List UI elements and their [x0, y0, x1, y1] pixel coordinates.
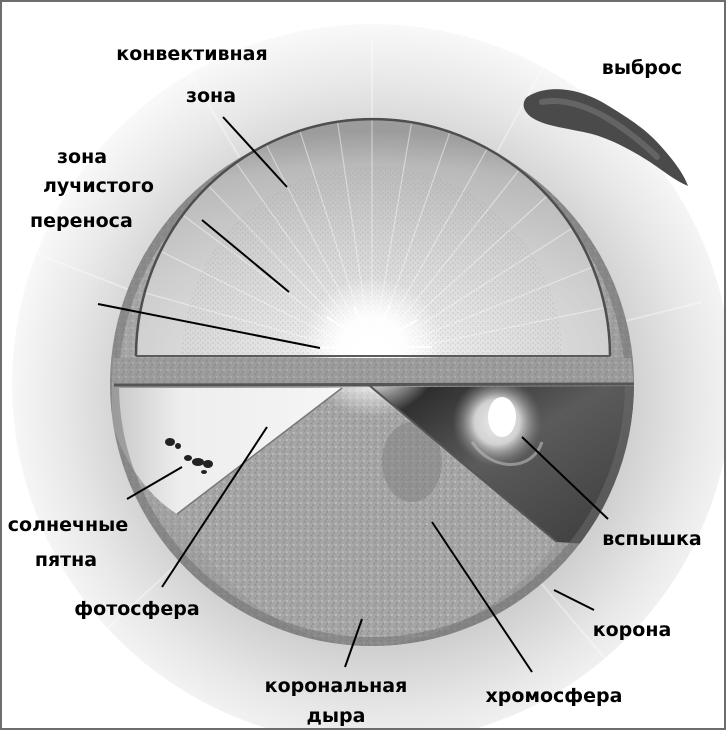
- leader-convective: [222, 116, 288, 188]
- label-radiative-zone-line3: переноса: [30, 210, 133, 232]
- label-sunspots-line1: солнечные: [8, 514, 129, 536]
- label-photosphere: фотосфера: [74, 598, 199, 620]
- leader-chromosphere: [431, 521, 533, 673]
- label-corona: корона: [593, 619, 672, 641]
- labels: конвективная зона зона лучистого перенос…: [8, 43, 702, 727]
- label-coronal-hole-line1: корональная: [265, 675, 408, 697]
- leader-radiative: [201, 219, 290, 293]
- leader-flare: [521, 436, 609, 520]
- label-convective-zone-line2: зона: [186, 85, 236, 107]
- radiative-zone: [182, 166, 562, 356]
- label-radiative-zone-line1: зона: [57, 146, 107, 168]
- leader-lines: [97, 116, 609, 673]
- leader-coronal-hole: [344, 618, 363, 668]
- label-sunspots-line2: пятна: [35, 549, 97, 571]
- photosphere-section: [112, 388, 342, 514]
- ejection-shape: [523, 89, 688, 186]
- label-radiative-zone-line2: лучистого: [43, 175, 154, 197]
- label-coronal-hole-line2: дыра: [307, 705, 366, 727]
- leader-corona: [553, 589, 595, 611]
- label-ejection: выброс: [602, 57, 682, 79]
- label-flare: вспышка: [602, 528, 702, 550]
- leader-core: [97, 303, 321, 349]
- label-convective-zone-line1: конвективная: [116, 43, 267, 65]
- leader-photosphere: [161, 426, 268, 588]
- leader-sunspots: [126, 466, 183, 500]
- sunspots: [165, 438, 213, 474]
- label-chromosphere: хромосфера: [486, 685, 623, 707]
- dome-rim: [134, 117, 612, 357]
